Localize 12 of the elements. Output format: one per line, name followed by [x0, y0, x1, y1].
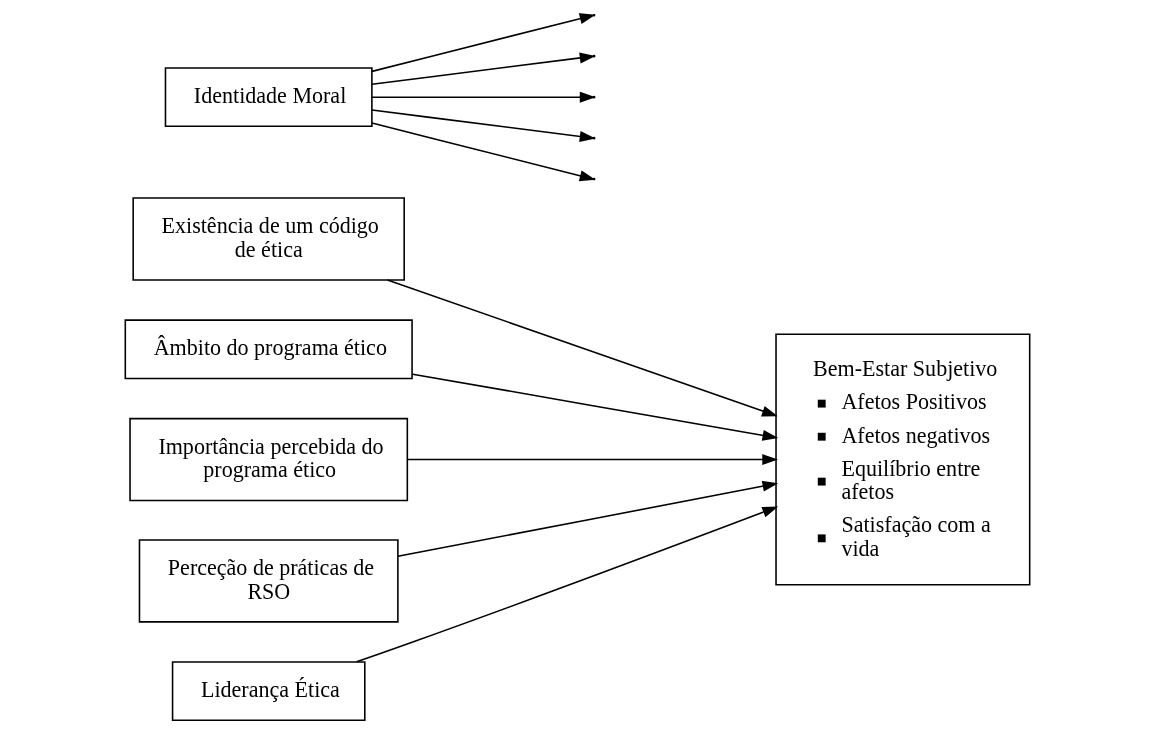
arrow — [396, 480, 778, 558]
node-box: Bem-Estar Subjetivo Afetos Positivos Afetos negativos Equilíbrio entre afetos Satisfação com a vida — [774, 333, 1030, 586]
node-box: Liderança Ética — [171, 661, 366, 722]
arrow — [406, 454, 778, 466]
node-box: Âmbito do programa ético — [124, 319, 413, 380]
node-box: Perceção de práticas de RSO — [138, 539, 399, 623]
node-box: Importância percebida do programa ético — [128, 417, 408, 502]
arrow — [386, 279, 778, 417]
node-box: Existência de um código de ética — [131, 197, 405, 281]
arrow — [411, 373, 778, 441]
arrow — [355, 506, 778, 663]
node-box: Identidade Moral — [164, 67, 373, 128]
